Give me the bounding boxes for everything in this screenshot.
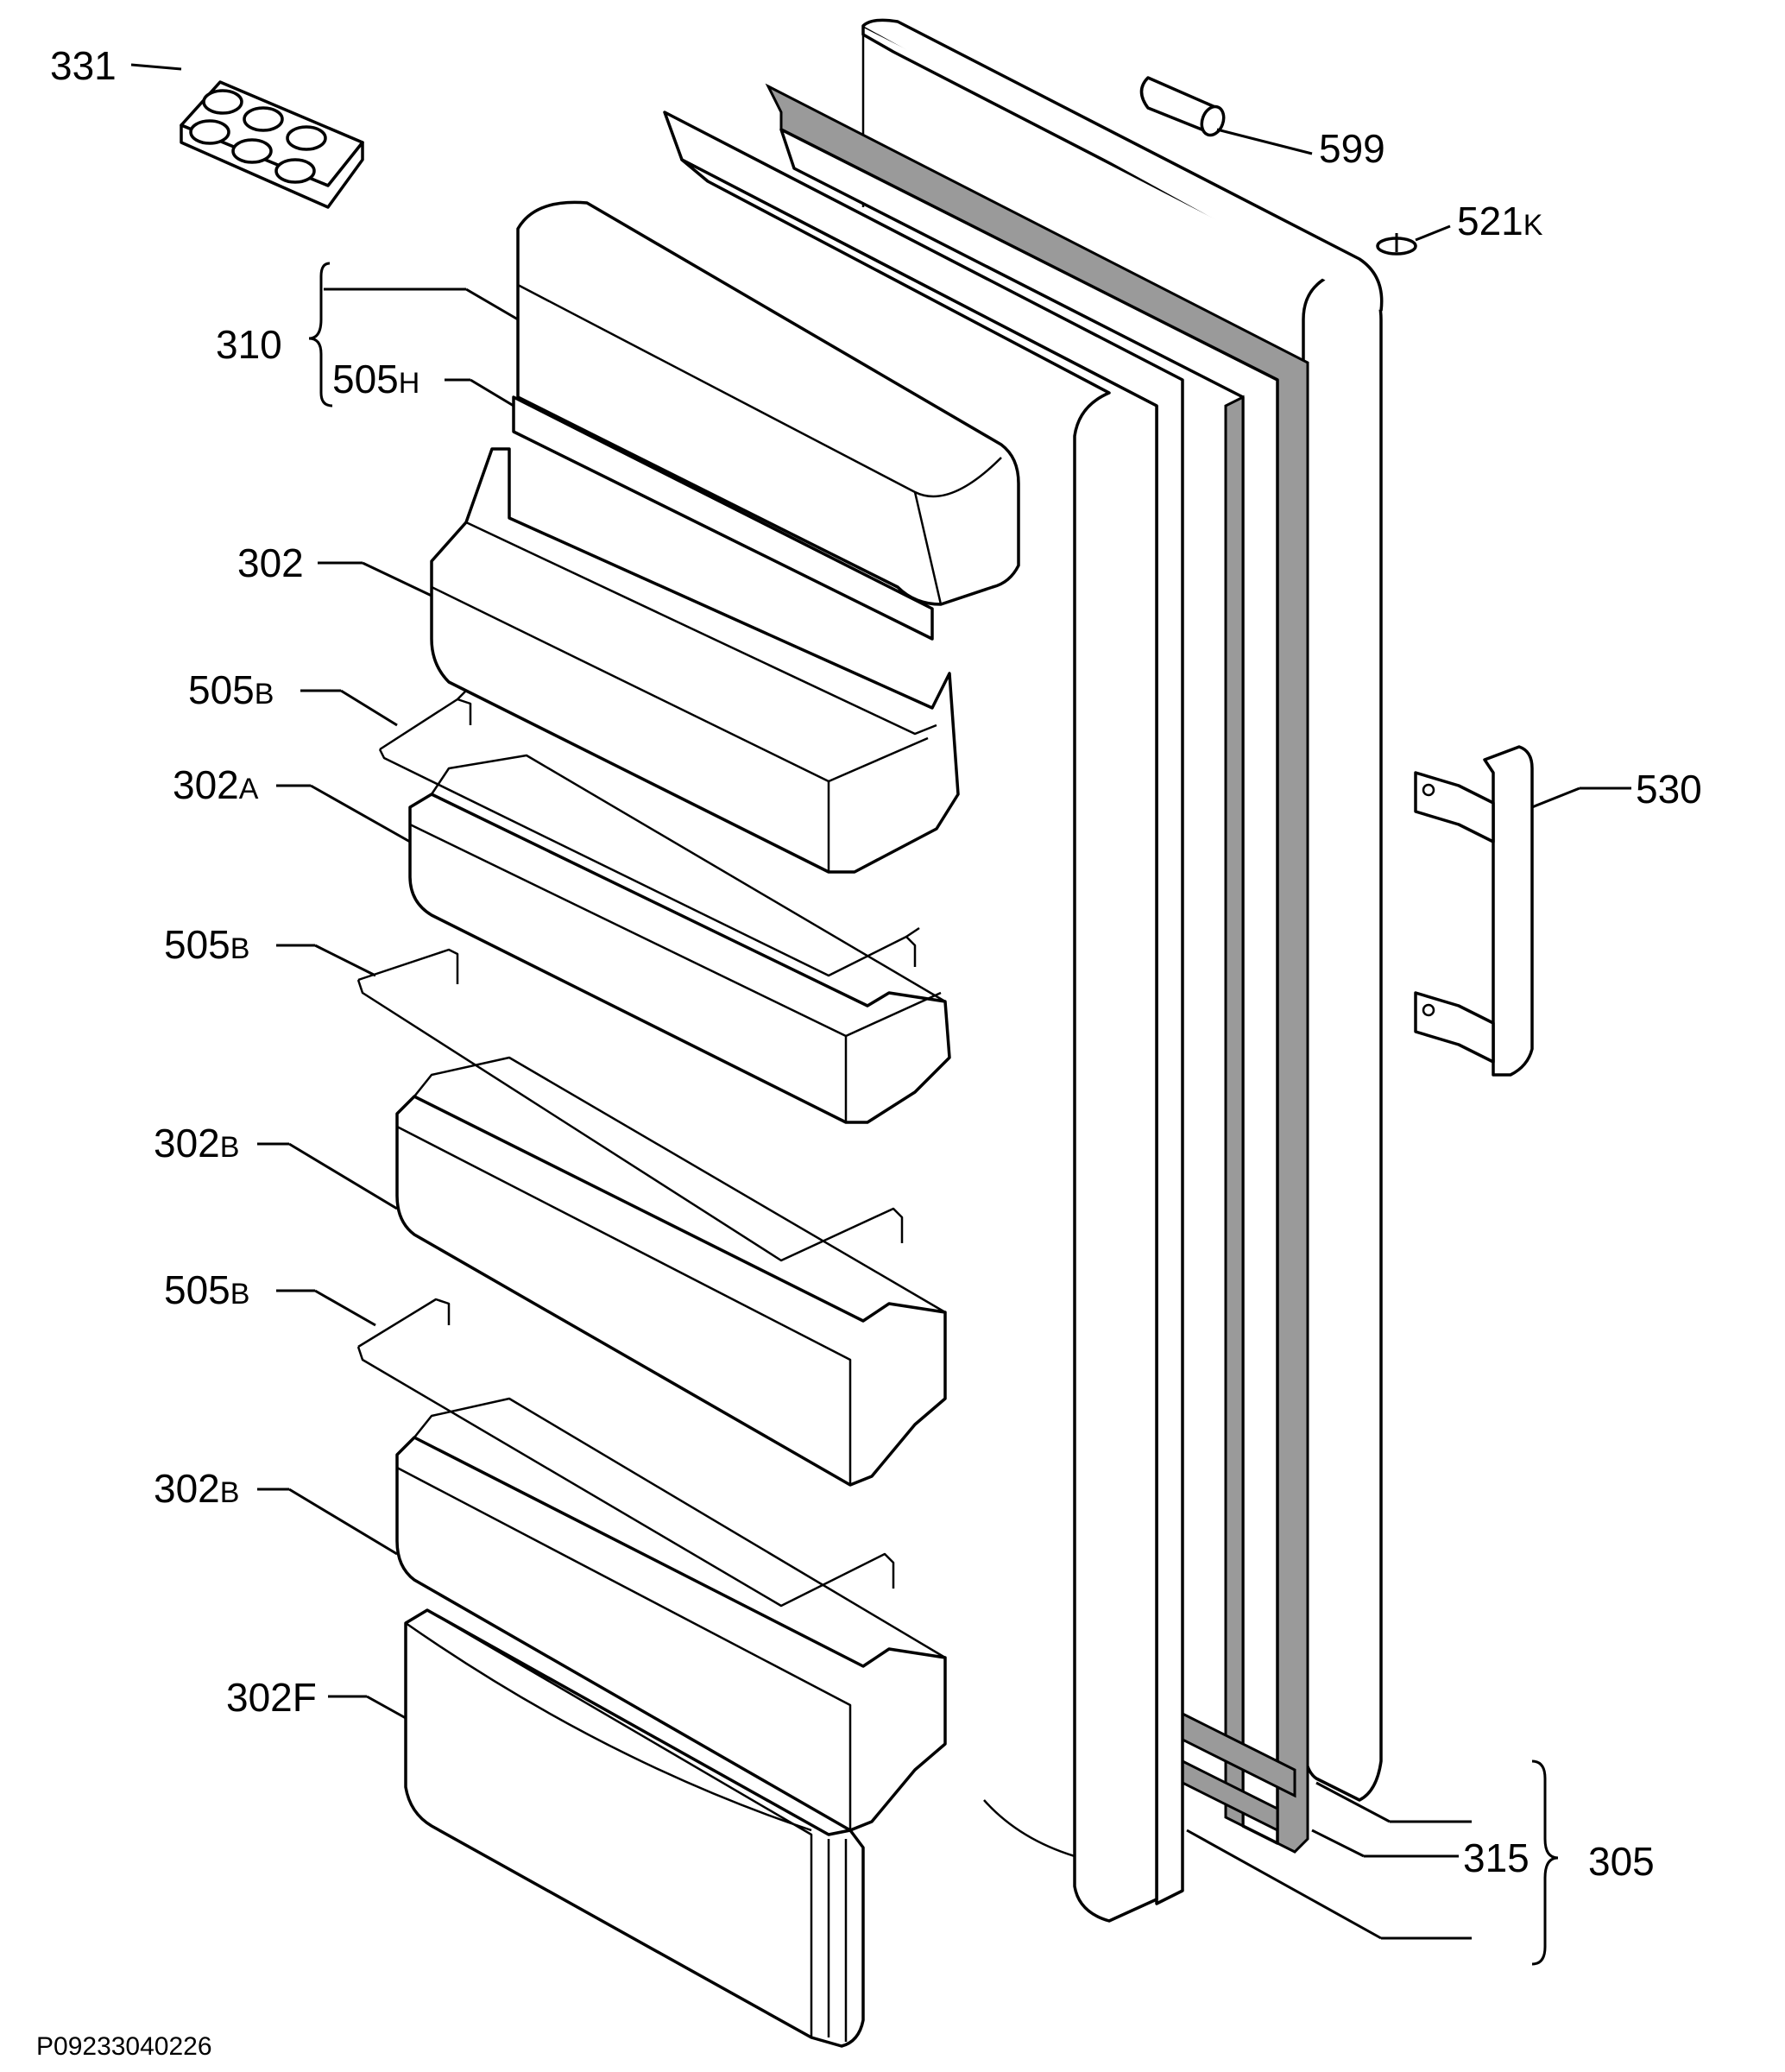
leader-331 bbox=[130, 63, 182, 71]
door-handle-530 bbox=[1414, 745, 1534, 1077]
leader-302b-1-b bbox=[288, 1142, 398, 1210]
callout-302b-2: 302B bbox=[154, 1466, 239, 1511]
callout-310: 310 bbox=[216, 322, 282, 367]
leader-505b-2-b bbox=[314, 944, 376, 977]
door-gasket bbox=[765, 83, 1309, 1854]
leader-302f-b bbox=[366, 1695, 407, 1720]
inner-frame bbox=[663, 111, 1184, 1923]
door-panel bbox=[861, 18, 1384, 1802]
callout-505b-2: 505B bbox=[164, 922, 249, 967]
dairy-lid-310 bbox=[512, 200, 1020, 641]
leader-599 bbox=[1216, 128, 1313, 155]
callout-302f: 302F bbox=[226, 1675, 317, 1720]
leader-302b-2-b bbox=[288, 1488, 398, 1556]
callout-labels: 331 599 521K 310 505H 302 505B 302A 530 … bbox=[36, 43, 1702, 2061]
door-shelf-302b-2 bbox=[395, 1397, 947, 1832]
callout-302a: 302A bbox=[173, 762, 259, 807]
door-shelf-302b-1 bbox=[395, 1056, 947, 1487]
leader-521k bbox=[1415, 224, 1451, 242]
leader-302a-b bbox=[310, 784, 411, 843]
leader-lines bbox=[130, 63, 1631, 1966]
drawing-reference: P09233040226 bbox=[36, 2032, 212, 2061]
leader-305-top-a bbox=[1315, 1781, 1391, 1823]
door-shelf-302a bbox=[408, 754, 951, 1124]
leader-505b-3-b bbox=[314, 1289, 376, 1327]
callout-505b-3: 505B bbox=[164, 1267, 249, 1312]
callout-331: 331 bbox=[50, 43, 117, 88]
egg-tray-331 bbox=[180, 80, 364, 209]
callout-599: 599 bbox=[1319, 126, 1385, 171]
door-shelf-302 bbox=[430, 447, 960, 874]
brace-310 bbox=[308, 262, 333, 407]
leader-505b-1-b bbox=[340, 689, 398, 727]
leader-302-b bbox=[362, 561, 432, 597]
leader-530-a bbox=[1531, 786, 1580, 809]
brace-305 bbox=[1531, 1759, 1559, 1966]
callout-505b-1: 505B bbox=[188, 667, 274, 712]
leader-315-a bbox=[1311, 1829, 1365, 1858]
callout-305: 305 bbox=[1588, 1839, 1655, 1884]
hinge-pin-599 bbox=[1139, 76, 1226, 137]
leader-310-b bbox=[465, 287, 519, 321]
shelf-bar-505b-2 bbox=[356, 948, 904, 1262]
callout-521k: 521K bbox=[1457, 199, 1543, 243]
shelf-bar-505b-3 bbox=[356, 1298, 895, 1608]
leader-505h-b bbox=[470, 378, 514, 407]
screw-521k bbox=[1376, 233, 1417, 256]
callout-505h: 505H bbox=[332, 357, 419, 401]
callout-530: 530 bbox=[1636, 767, 1702, 812]
callout-302: 302 bbox=[237, 540, 304, 585]
callout-315: 315 bbox=[1463, 1835, 1530, 1880]
leader-305-bottom-a bbox=[1186, 1829, 1382, 1940]
callout-302b-1: 302B bbox=[154, 1121, 239, 1166]
door-shelf-302f bbox=[404, 1608, 865, 2048]
